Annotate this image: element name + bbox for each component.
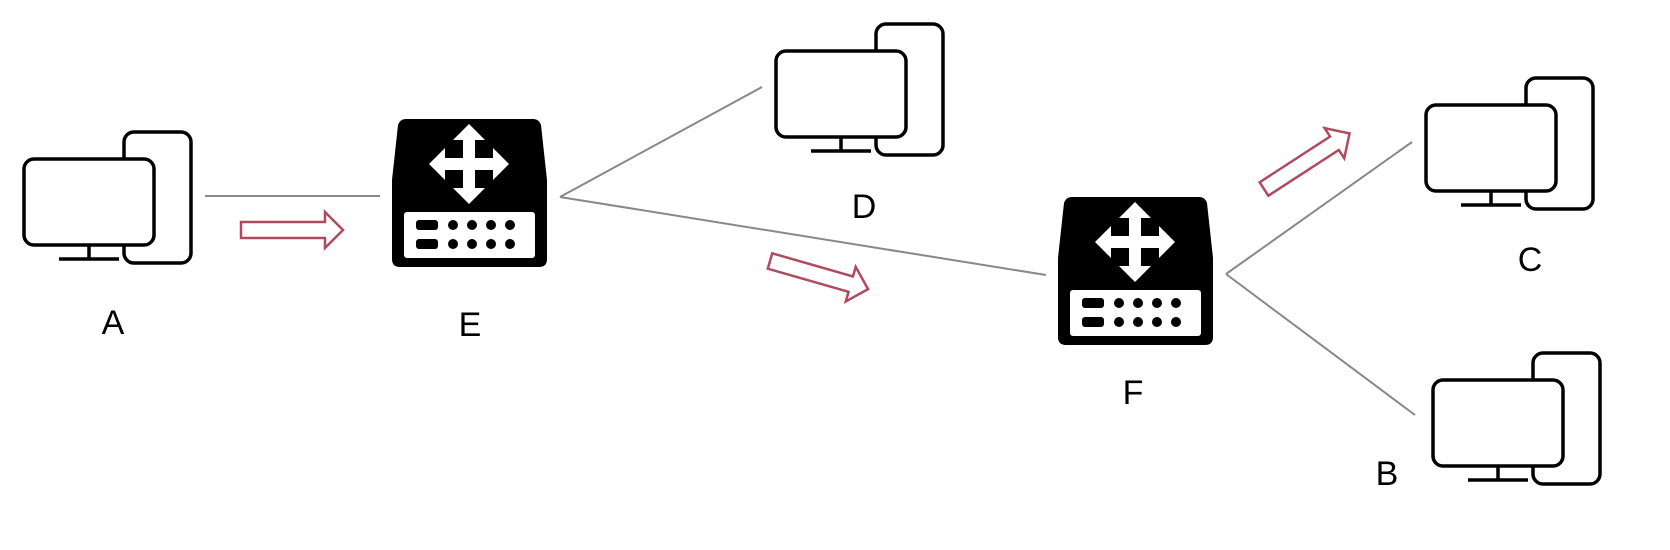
computer-icon bbox=[1431, 351, 1602, 486]
node-b-label: B bbox=[1376, 455, 1399, 493]
node-f: F bbox=[1058, 197, 1213, 412]
node-a-label: A bbox=[102, 304, 125, 342]
node-c-label: C bbox=[1518, 241, 1543, 279]
link-f-c bbox=[1225, 141, 1413, 275]
node-d-label: D bbox=[852, 188, 877, 226]
node-a: A bbox=[22, 130, 193, 342]
router-icon bbox=[392, 119, 547, 267]
node-e-label: E bbox=[459, 306, 482, 344]
node-f-label: F bbox=[1123, 374, 1144, 412]
flow-arrow-icon bbox=[763, 242, 875, 308]
computer-icon bbox=[1424, 76, 1595, 211]
links bbox=[205, 86, 1416, 416]
computer-icon bbox=[774, 22, 945, 157]
node-b: B bbox=[1376, 351, 1602, 493]
node-c: C bbox=[1424, 76, 1595, 279]
link-f-b bbox=[1225, 273, 1416, 416]
node-d: D bbox=[774, 22, 945, 226]
node-e: E bbox=[392, 119, 547, 344]
router-icon bbox=[1058, 197, 1213, 345]
flow-arrow-icon bbox=[239, 210, 345, 250]
computer-icon bbox=[22, 130, 193, 265]
link-e-f bbox=[559, 196, 1047, 276]
link-e-d bbox=[559, 86, 763, 198]
